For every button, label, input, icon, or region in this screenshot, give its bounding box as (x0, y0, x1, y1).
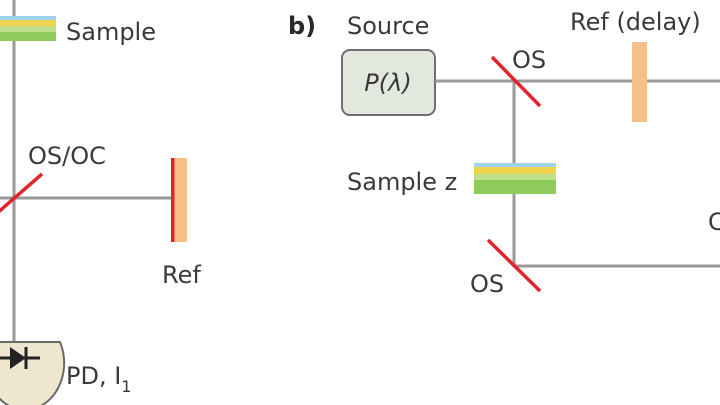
source-box: P(λ) (341, 49, 436, 116)
panel-b: b) Source P(λ) OS Ref (delay) Sample z O… (288, 8, 720, 298)
os-bottom-label: OS (470, 270, 504, 298)
splitter-b-bottom (486, 238, 542, 293)
ref-a-label: Ref (162, 261, 201, 289)
sample-a-label: Sample (66, 18, 156, 46)
source-function: P(λ) (364, 69, 411, 97)
panel-a: Sample OS/OC Ref PD, I1 (0, 0, 201, 405)
panel-b-label: b) (288, 12, 316, 40)
sample-b (474, 163, 556, 194)
sample-z-label: Sample z (347, 168, 457, 196)
pd-label-text: PD, I (66, 362, 121, 390)
pd-label: PD, I1 (66, 362, 131, 396)
cropped-right-label: C (708, 208, 720, 236)
os-oc-label: OS/OC (28, 142, 106, 170)
os-top-label: OS (512, 46, 546, 74)
splitter-a (0, 172, 44, 213)
sample-a (0, 16, 56, 41)
ref-mirror-a (171, 158, 187, 242)
ref-delay-label: Ref (delay) (570, 8, 701, 36)
photodetector (0, 341, 66, 405)
ref-delay-mirror (632, 42, 647, 122)
source-label: Source (347, 12, 429, 40)
pd-label-subscript: 1 (121, 377, 131, 396)
splitter-b-top (490, 55, 542, 108)
